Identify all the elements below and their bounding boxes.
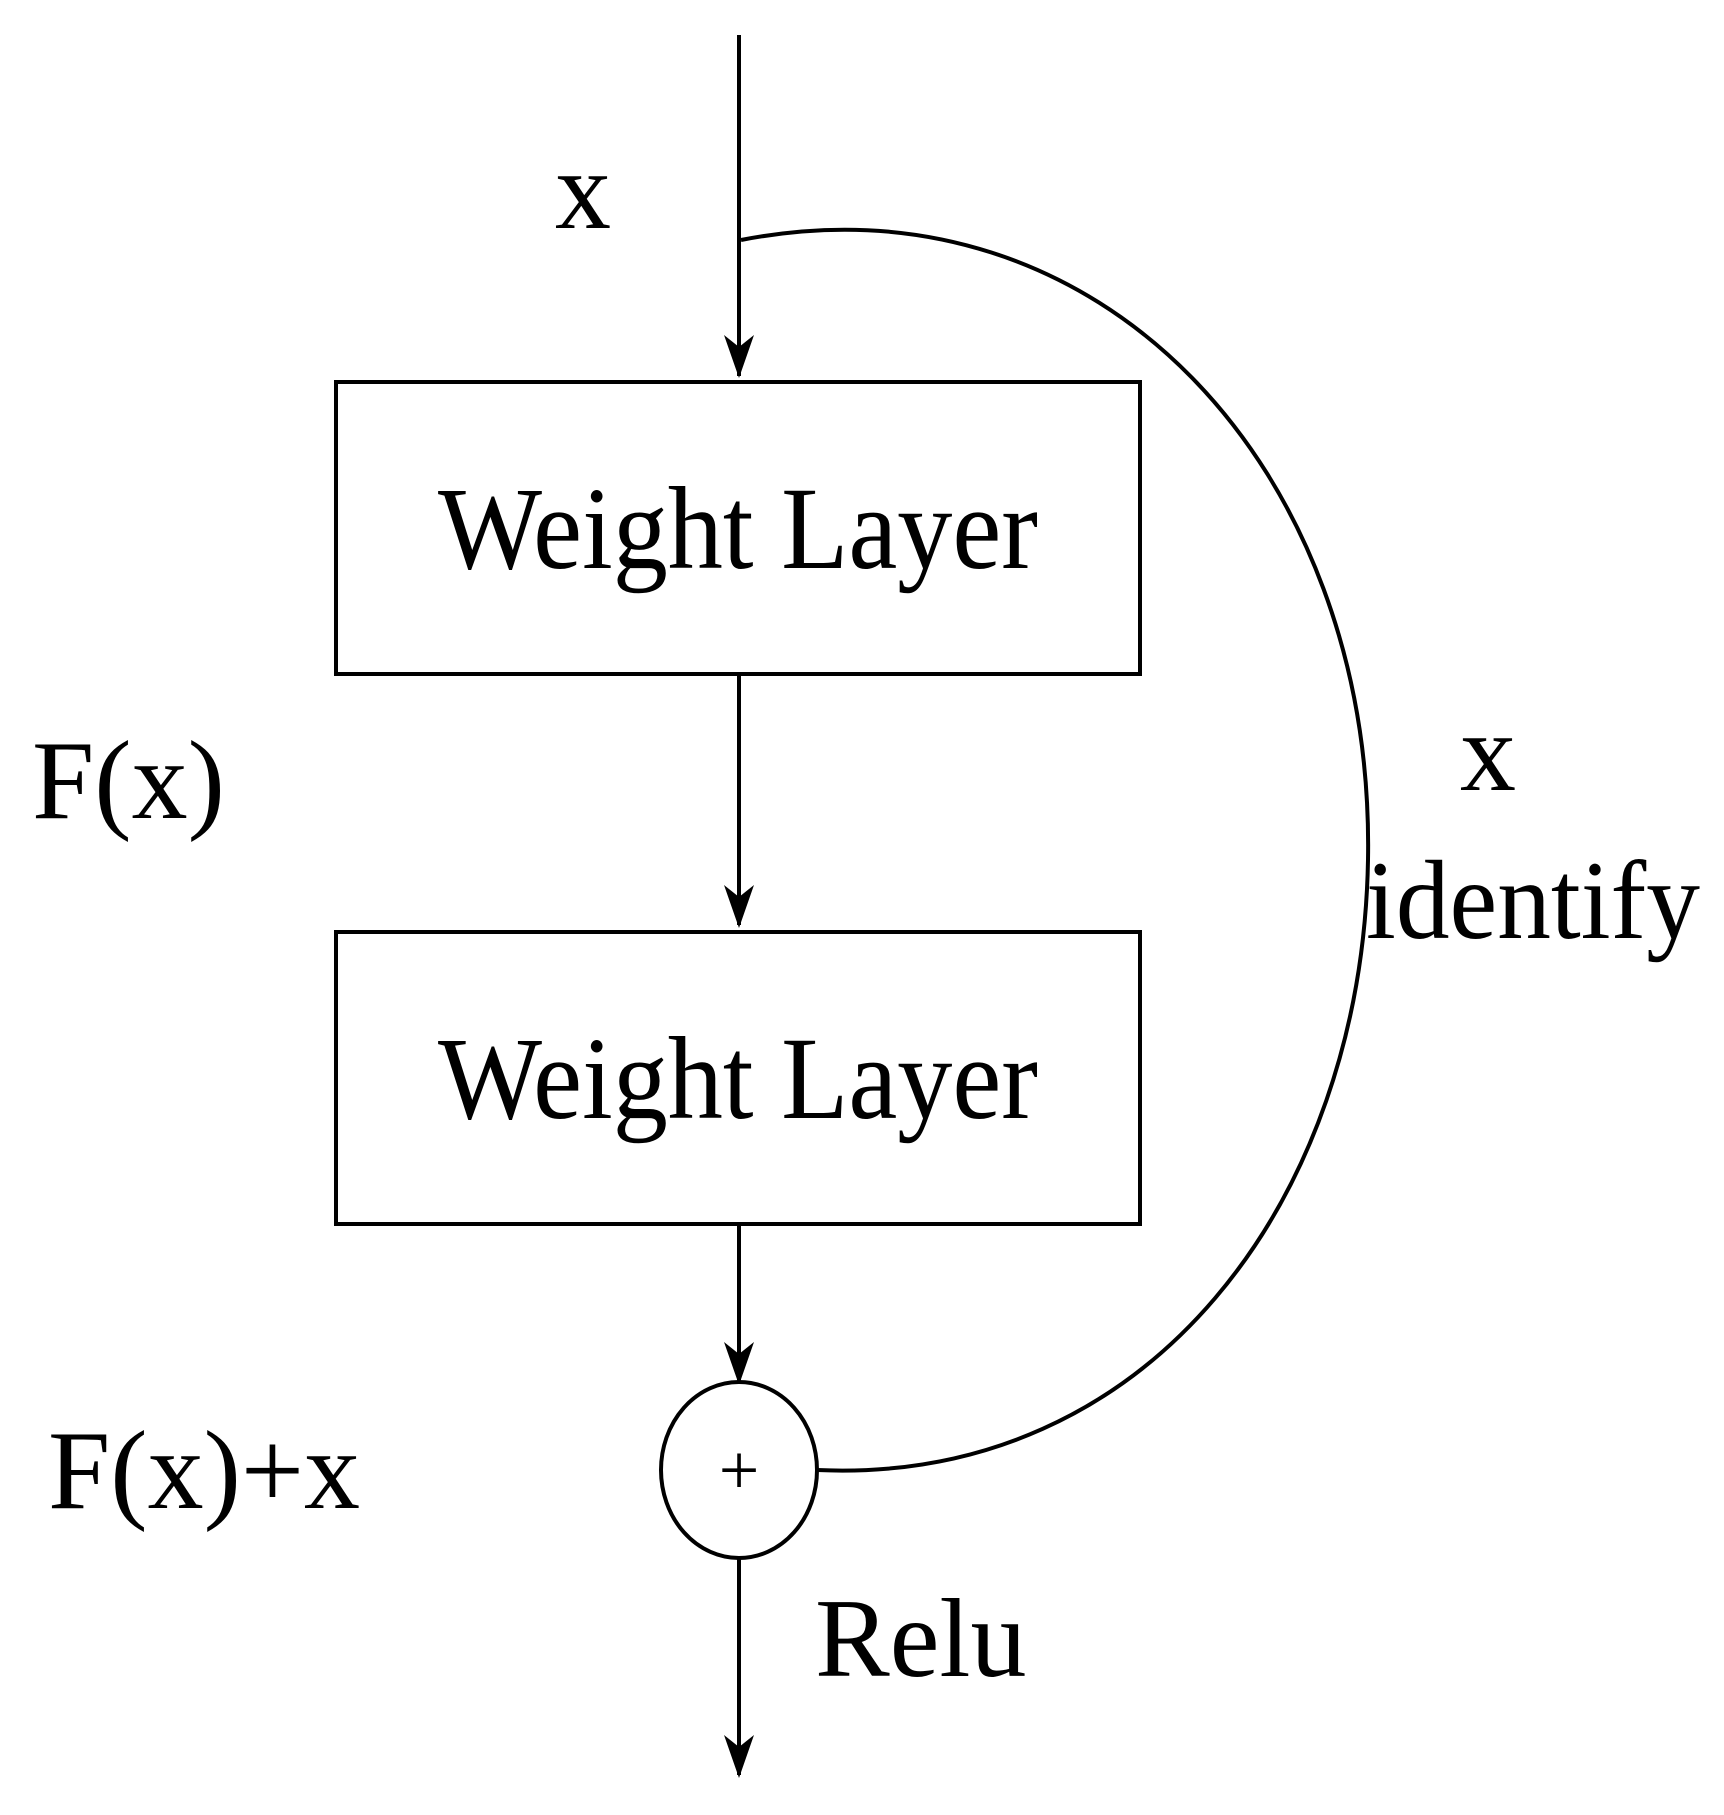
weight-layer-box-2 xyxy=(334,930,1142,1226)
adder-input-arrowhead xyxy=(724,1342,754,1385)
output-label: Relu xyxy=(815,1577,1027,1701)
residual-label: F(x) xyxy=(32,719,225,843)
shortcut-label-identify: identify xyxy=(1366,839,1700,963)
middle-arrowhead xyxy=(724,885,754,928)
weight-layer-label-2: Weight Layer xyxy=(438,1013,1038,1144)
weight-layer-box-1 xyxy=(334,380,1142,676)
input-arrowhead xyxy=(724,335,754,378)
add-symbol: + xyxy=(719,1430,760,1510)
weight-layer-label-1: Weight Layer xyxy=(438,463,1038,594)
shortcut-label-x: x xyxy=(1460,691,1516,815)
input-label: x xyxy=(555,129,611,253)
identity-shortcut-curve xyxy=(740,227,1371,1473)
output-arrowhead xyxy=(724,1735,754,1778)
sum-label: F(x)+x xyxy=(48,1409,360,1533)
